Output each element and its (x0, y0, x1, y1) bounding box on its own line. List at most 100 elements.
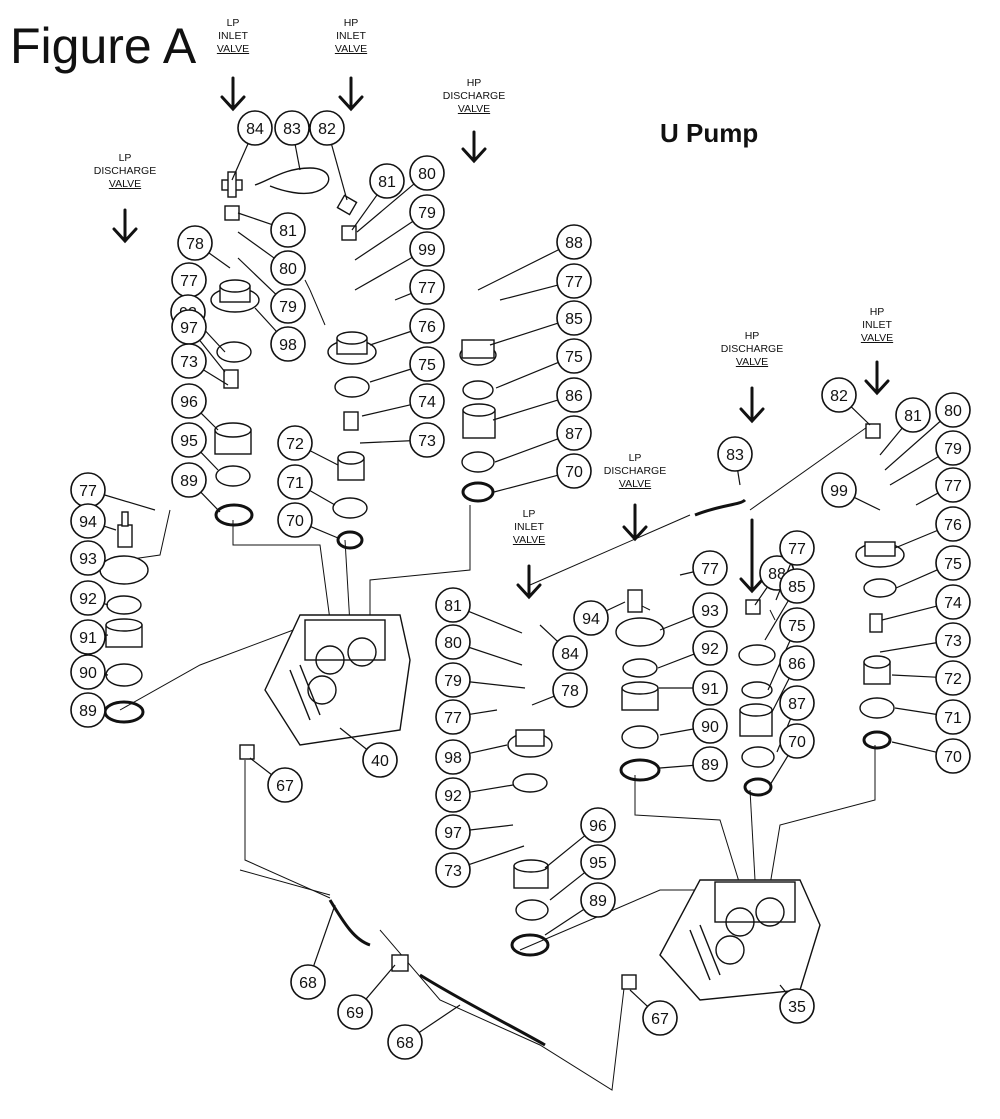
oring-92e-icon (622, 658, 658, 678)
callout-96: 96 (171, 383, 219, 431)
callout-circle (237, 110, 273, 146)
callout-75: 75 (895, 545, 971, 589)
callout-circle (580, 882, 616, 918)
callout-number: 86 (788, 656, 806, 673)
elbow-88b-icon (745, 599, 761, 615)
leader-line (359, 440, 411, 444)
seat-87b-icon (741, 746, 775, 768)
callout-number: 93 (701, 603, 719, 620)
fitting-94b-icon (627, 589, 643, 613)
callout-number: 69 (346, 1005, 364, 1022)
callout-74: 74 (361, 383, 445, 419)
callout-82: 82 (821, 377, 871, 426)
oring-89c-icon (103, 700, 145, 724)
hose-68b-icon (419, 973, 546, 1047)
leader-line (779, 984, 787, 994)
callout-92: 92 (657, 630, 728, 669)
callout-number: 92 (701, 641, 719, 658)
callout-86: 86 (492, 377, 592, 421)
callout-circle (409, 422, 445, 458)
callout-90: 90 (659, 708, 728, 744)
leader-line (469, 681, 526, 689)
leader-line (895, 569, 938, 589)
callout-circle (171, 383, 207, 419)
spring-74b-icon (869, 613, 883, 633)
callout-number: 88 (565, 235, 583, 252)
cylinder-86b-icon (739, 703, 773, 737)
callout-93: 93 (659, 592, 728, 631)
callout-number: 75 (944, 556, 962, 573)
callout-number: 77 (565, 274, 583, 291)
callout-number: 99 (830, 483, 848, 500)
leader-line (539, 624, 558, 642)
callout-circle (70, 654, 106, 690)
callout-bubbles: 8483828180818079799977787792987697757374… (70, 110, 971, 1060)
leader-line (891, 674, 937, 678)
callout-83: 83 (717, 436, 753, 486)
callout-circle (935, 467, 971, 503)
callout-77: 77 (679, 550, 728, 586)
callout-number: 90 (79, 665, 97, 682)
callout-circle (935, 430, 971, 466)
leader-line (493, 474, 558, 493)
callout-number: 77 (418, 280, 436, 297)
leader-line (104, 494, 156, 511)
callout-73: 73 (171, 343, 229, 386)
callout-94: 94 (70, 503, 117, 539)
callout-84: 84 (231, 110, 273, 181)
callout-number: 82 (830, 388, 848, 405)
callout-number: 97 (180, 320, 198, 337)
callout-number: 80 (279, 261, 297, 278)
callout-circle (692, 746, 728, 782)
callout-number: 89 (180, 473, 198, 490)
cylinder-86-icon (462, 403, 496, 439)
callout-number: 78 (561, 683, 579, 700)
leader-line (737, 470, 741, 486)
leader-line (679, 571, 694, 576)
leader-line (208, 252, 231, 269)
callout-number: 35 (788, 999, 806, 1016)
seat-95-icon (215, 465, 251, 487)
callout-92: 92 (70, 580, 109, 616)
callout-84: 84 (539, 624, 588, 671)
callout-71: 71 (277, 464, 336, 506)
callout-circle (642, 1000, 678, 1036)
callout-40: 40 (339, 727, 398, 778)
callout-number: 97 (444, 825, 462, 842)
leader-line (356, 183, 415, 233)
callout-circle (267, 767, 303, 803)
callout-79: 79 (237, 257, 306, 324)
leader-line (881, 605, 937, 621)
valve-cap-85-icon (459, 339, 497, 366)
callout-72: 72 (277, 425, 339, 466)
callout-circle (270, 288, 306, 324)
callout-circle (552, 635, 588, 671)
leader-line (313, 904, 336, 967)
callout-number: 81 (904, 408, 922, 425)
callout-70: 70 (891, 738, 971, 774)
leader-line (492, 399, 558, 421)
callout-93: 93 (70, 540, 106, 576)
callout-number: 67 (651, 1011, 669, 1028)
leader-line (854, 496, 881, 511)
leader-line (354, 256, 413, 291)
callout-number: 92 (444, 788, 462, 805)
callout-number: 76 (418, 319, 436, 336)
oring-75-icon (334, 376, 370, 398)
leader-line (629, 989, 648, 1007)
callout-circle (70, 580, 106, 616)
leader-line (915, 492, 939, 506)
callout-68: 68 (387, 1004, 461, 1060)
callout-circle (274, 110, 310, 146)
callout-number: 79 (444, 673, 462, 690)
leader-line (469, 744, 508, 754)
oring-75b-icon (462, 380, 494, 400)
callout-99: 99 (821, 472, 881, 511)
valve-cap-85b-icon (738, 644, 776, 666)
callout-circle (70, 619, 106, 655)
figure-title: Figure A (10, 18, 197, 74)
callout-number: 90 (701, 719, 719, 736)
